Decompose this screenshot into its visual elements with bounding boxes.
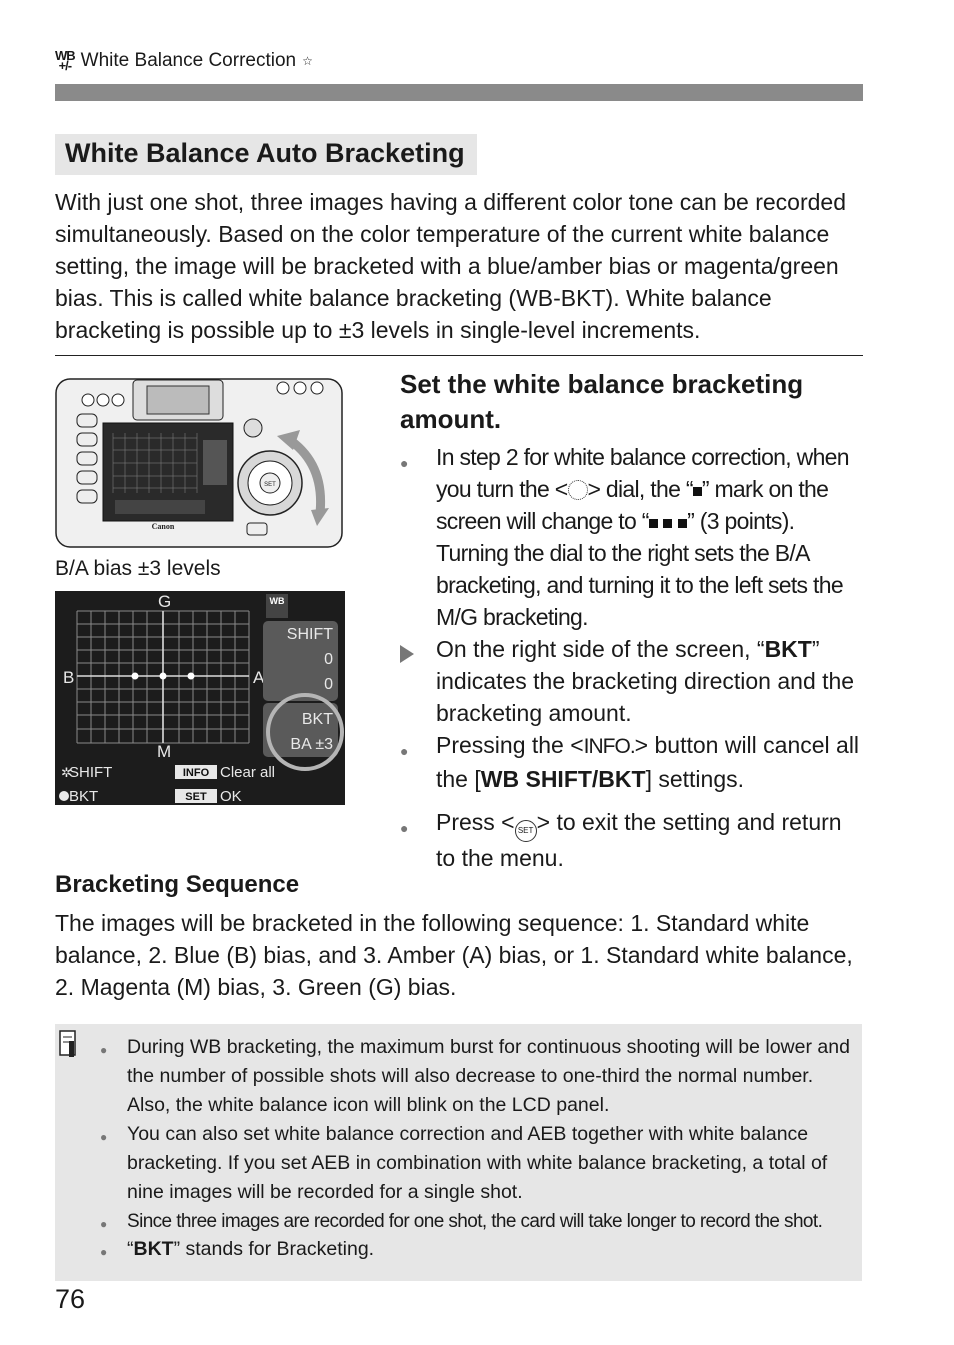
square-mark-icon — [663, 519, 673, 528]
info-button-icon: INFO. — [583, 735, 636, 758]
lcd-info-key: INFO — [183, 767, 210, 779]
lcd-clear-all: Clear all — [220, 764, 275, 781]
b3-text-b: > button will cancel all the [ — [436, 732, 860, 792]
section-title: White Balance Auto Bracketing — [55, 134, 477, 175]
step-title: Set the white balance bracketing amount. — [400, 369, 804, 434]
b4-text-b: > to exit the setting and return to the … — [436, 809, 842, 871]
bullet-1: ● In step 2 for white balance correction… — [400, 441, 860, 633]
bracket-point-standard — [159, 672, 167, 680]
bullet-dot-icon: ● — [100, 1043, 108, 1057]
bullet-3: ● Pressing the <INFO.> button will cance… — [400, 729, 860, 795]
b2-bold: BKT — [764, 636, 812, 662]
quick-control-dial-icon — [567, 480, 588, 500]
bracket-point-blue — [131, 672, 139, 680]
lcd-wb-bracketing-screen: G B A M WB SHIFT 0 0 BKT BA ±3 SHIFT BKT… — [55, 591, 345, 805]
divider — [55, 355, 863, 356]
page-number: 76 — [55, 1284, 86, 1314]
page-header: WB+/- White Balance Correction ☆ — [55, 48, 313, 73]
bullet-dot-icon: ● — [100, 1217, 107, 1231]
camera-back-illustration: Canon SET — [55, 378, 343, 548]
lcd-shift-value-1: 0 — [324, 651, 333, 668]
lcd-row1-left: SHIFT — [69, 764, 112, 781]
lcd-label-m: M — [157, 742, 171, 761]
camera-set-label: SET — [264, 482, 276, 488]
result-arrow-icon — [400, 645, 414, 663]
b3-text-c: ] settings. — [645, 766, 745, 792]
b1-text-d: ” (3 points). Turning the dial to the ri… — [436, 508, 844, 630]
b1-text-c: ” mark on the screen will change to “ — [436, 476, 829, 534]
star-icon: ☆ — [302, 54, 313, 68]
lcd-ok: OK — [220, 788, 242, 805]
bullet-4: ● Press <SET> to exit the setting and re… — [400, 806, 860, 874]
lcd-label-a: A — [253, 668, 265, 687]
bracket-point-amber — [187, 672, 195, 680]
note-item-3: ●Since three images are recorded for one… — [100, 1207, 850, 1239]
b1-text-b: > dial, the “ — [587, 476, 694, 502]
bracketing-sequence-title: Bracketing Sequence — [55, 871, 300, 898]
bullet-dot-icon: ● — [400, 820, 409, 836]
wb-shift-icon: WB+/- — [55, 48, 76, 73]
bullet-dot-icon: ● — [100, 1130, 108, 1144]
main-dial-icon — [59, 791, 69, 801]
figure-caption: B/A bias ±3 levels — [55, 557, 221, 580]
intro-paragraph: With just one shot, three images having … — [55, 189, 846, 343]
note-box: ●During WB bracketing, the maximum burst… — [55, 1024, 862, 1281]
bracketing-sequence-text: The images will be bracketed in the foll… — [55, 910, 853, 1000]
lcd-wb-icon: WB — [270, 596, 285, 606]
lcd-bkt-value: BA ±3 — [290, 736, 333, 753]
b3-bold: WB SHIFT/BKT — [480, 766, 646, 792]
camera-brand: Canon — [152, 522, 175, 531]
lcd-bkt-label: BKT — [302, 711, 333, 728]
lcd-shift-value-2: 0 — [324, 676, 333, 693]
b3-text-a: Pressing the < — [436, 732, 584, 758]
note-item-2: ●You can also set white balance correcti… — [100, 1120, 850, 1207]
lcd-label-b: B — [63, 668, 74, 687]
set-button-icon: SET — [514, 820, 537, 842]
b4-text-a: Press < — [436, 809, 515, 835]
b1-text-a: In step 2 for white balance correction, … — [436, 444, 850, 502]
square-mark-icon — [678, 519, 688, 528]
result-bullet: On the right side of the screen, “BKT” i… — [400, 633, 860, 729]
lcd-set-key: SET — [185, 791, 207, 803]
lcd-row2-left: BKT — [69, 788, 98, 805]
b2-text-b: ” indicates the bracketing direction and… — [436, 636, 855, 726]
square-mark-icon — [692, 487, 702, 496]
header-title: White Balance Correction — [80, 50, 297, 71]
header-bar — [55, 84, 863, 101]
note-item-4: ●“BKT” stands for Bracketing. — [100, 1235, 850, 1267]
lcd-shift-label: SHIFT — [287, 626, 333, 643]
bullet-dot-icon: ● — [100, 1245, 108, 1259]
bullet-dot-icon: ● — [400, 743, 409, 759]
dial-dots-icon: ✲ — [61, 765, 72, 780]
lcd-label-g: G — [158, 592, 171, 611]
b2-text-a: On the right side of the screen, “ — [436, 636, 765, 662]
note-item-1: ●During WB bracketing, the maximum burst… — [100, 1033, 850, 1120]
bullet-dot-icon: ● — [400, 455, 408, 471]
bkt-highlight-circle — [266, 693, 344, 771]
square-mark-icon — [648, 519, 658, 528]
memo-icon — [59, 1030, 76, 1057]
